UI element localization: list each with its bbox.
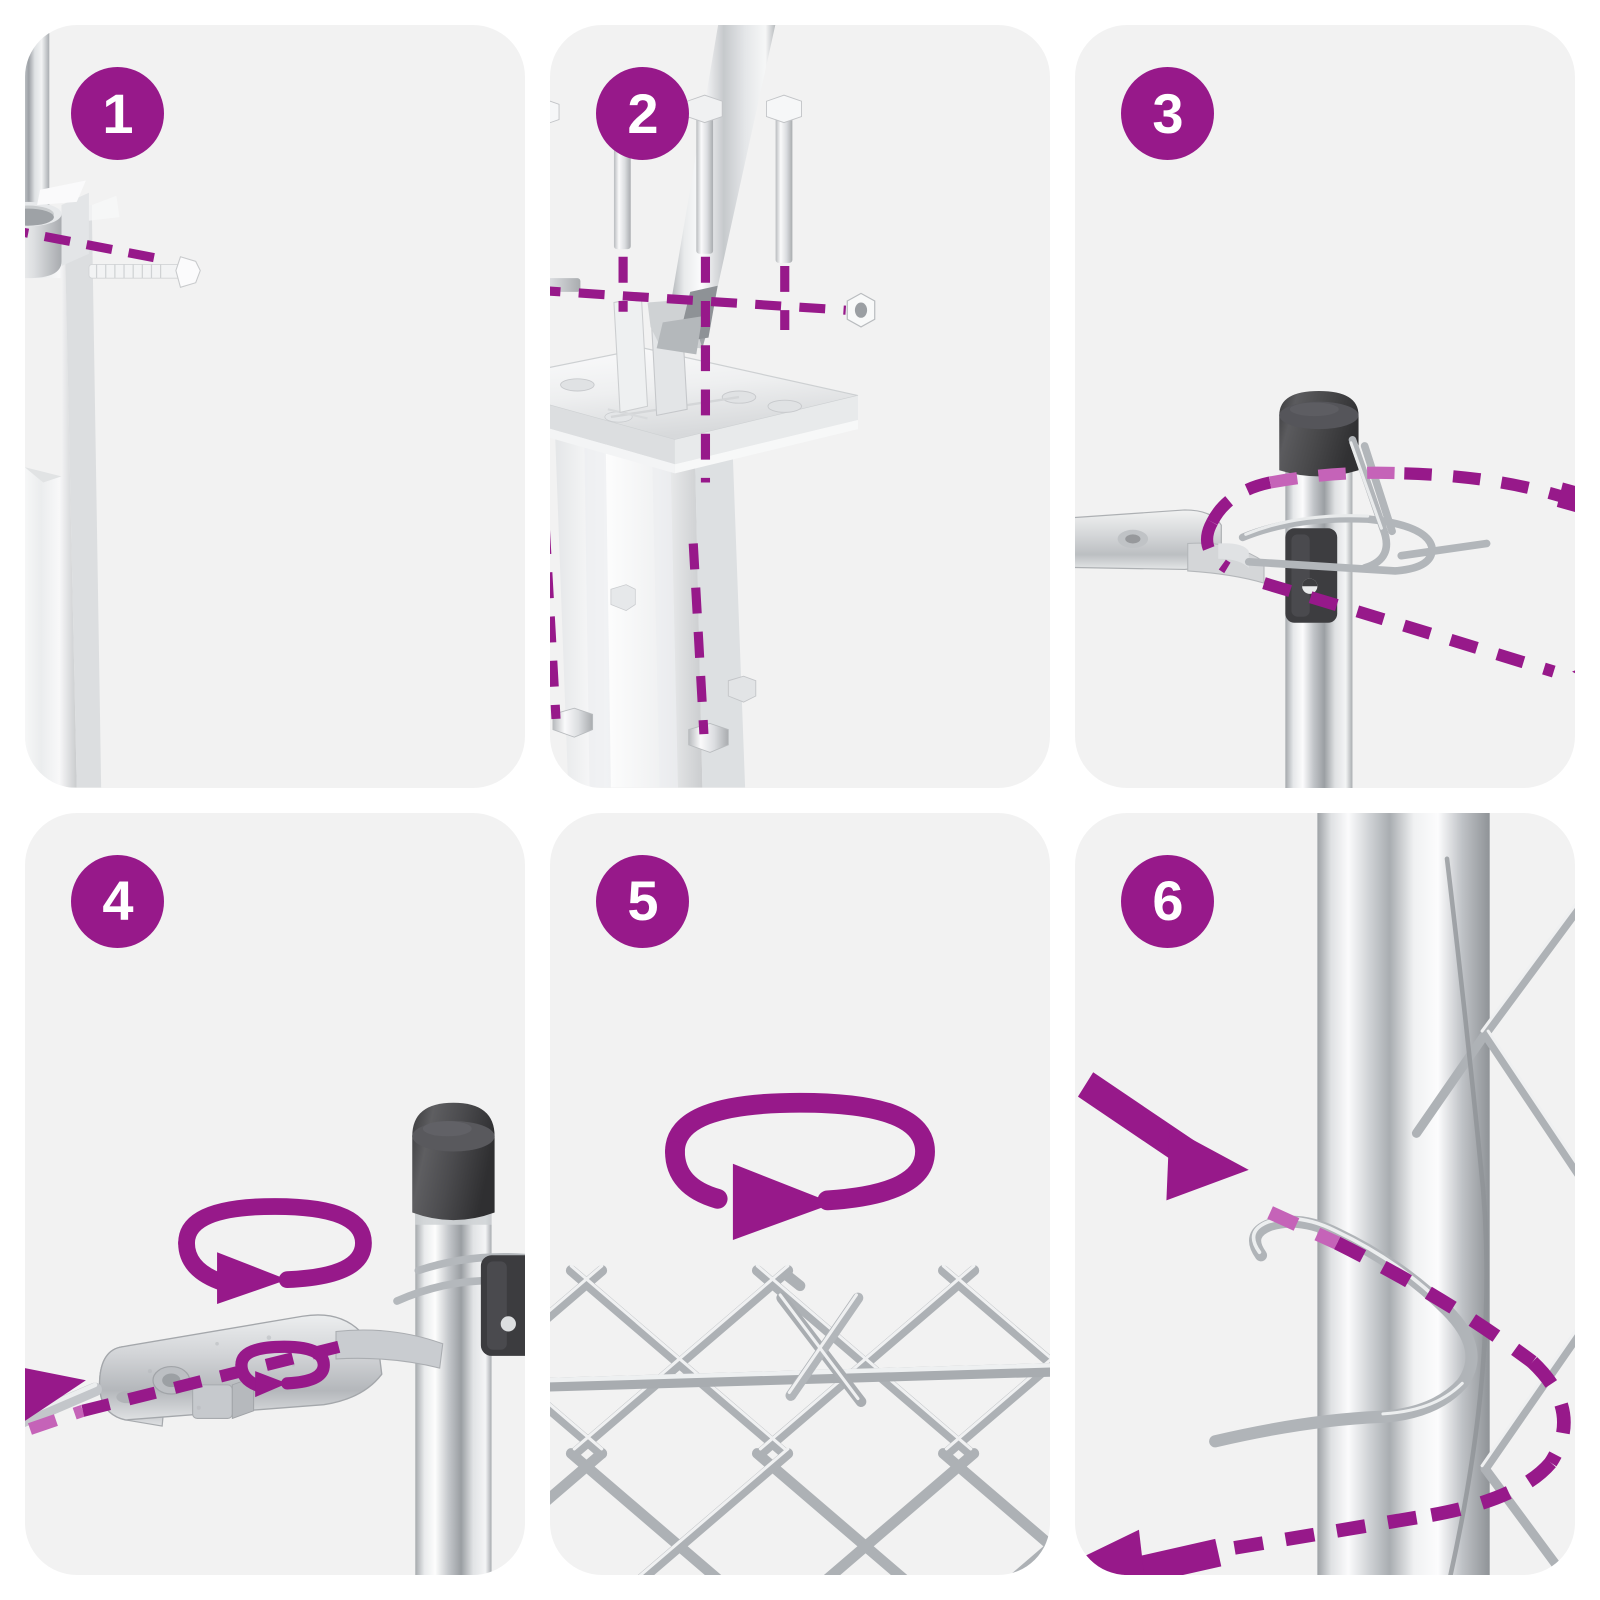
- arrow-in: [1077, 1071, 1249, 1200]
- hex-nut: [846, 292, 876, 328]
- step-panel-3: 3: [1075, 25, 1575, 788]
- black-post-cap: [1279, 391, 1359, 477]
- hex-bolt-vertical-4: [765, 94, 802, 263]
- dashed-insertion-line: [25, 1337, 353, 1437]
- dashed-alignment-line: [25, 227, 167, 265]
- ground-spike-anchor: [25, 195, 120, 788]
- chain-link-mesh-highlight: [1480, 902, 1575, 1467]
- arrow-out: [1075, 1529, 1222, 1575]
- wire-clip-highlight: [1244, 441, 1383, 536]
- step-badge-2: 2: [596, 67, 689, 160]
- hex-bolt-vertical-3: [686, 94, 723, 254]
- tension-bar: [25, 1382, 102, 1427]
- rotation-arrow: [665, 1092, 935, 1240]
- step-panel-6: 6: [1075, 812, 1575, 1575]
- angled-brace-tube: [647, 25, 776, 355]
- step-badge-1: 1: [71, 67, 164, 160]
- rotation-arrow-large: [178, 1197, 372, 1304]
- panel-grid: 1: [25, 25, 1575, 1575]
- wire-clip: [1238, 435, 1491, 575]
- twisted-wire-ends: [776, 1292, 867, 1407]
- hex-nut-under-1: [552, 707, 594, 738]
- rotation-arrow-small: [235, 1340, 330, 1397]
- step-badge-6: 6: [1121, 854, 1214, 948]
- step-badge-3: 3: [1121, 67, 1214, 160]
- concrete-in-post: [552, 375, 757, 788]
- step-badge-5: 5: [596, 854, 689, 948]
- panel-2-illustration: [550, 25, 876, 788]
- arrow-left: [1572, 670, 1575, 674]
- round-metal-post: [1317, 812, 1490, 1575]
- arrow-right: [1556, 482, 1575, 513]
- panel-3-illustration: [1075, 391, 1575, 788]
- tension-band-bracket: [98, 1313, 444, 1427]
- clamp-collar: [25, 180, 89, 279]
- step-badge-4: 4: [71, 854, 164, 948]
- straight-arrow-push: [25, 1367, 86, 1421]
- tension-band-bracket: [1075, 509, 1265, 584]
- step-panel-1: 1: [25, 25, 525, 788]
- black-clamp-block: [480, 1254, 525, 1356]
- dashed-alignment-lines: [550, 256, 847, 735]
- panel-4-illustration: [25, 1102, 525, 1575]
- hex-bolt-vertical-1: [550, 100, 560, 124]
- hex-nut-under-2: [688, 722, 729, 753]
- chain-link-mesh-highlight: [550, 1263, 1050, 1575]
- panel-5-illustration: [550, 1092, 1050, 1575]
- hex-bolt: [88, 256, 201, 288]
- step-panel-4: 4: [25, 812, 525, 1575]
- hex-bolt-horizontal: [550, 278, 581, 292]
- black-post-cap: [412, 1102, 495, 1220]
- step-panel-2: 2: [550, 25, 1050, 788]
- panel-6-illustration: [1075, 812, 1575, 1575]
- step-panel-5: 5: [550, 812, 1050, 1575]
- dashed-wrap-path: [1214, 1205, 1571, 1558]
- panel-1-illustration: [25, 25, 201, 788]
